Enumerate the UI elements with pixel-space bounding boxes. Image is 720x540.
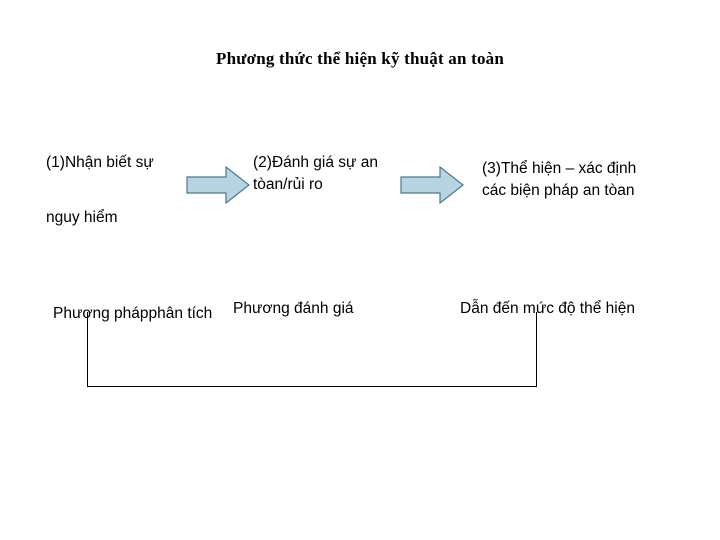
step-1-text-line1: (1)Nhận biết sự [46, 154, 154, 171]
right-arrow-icon [186, 166, 250, 204]
bottom-bracket [87, 312, 537, 387]
step-2-text: (2)Đánh giá sự an tòan/rủi ro [253, 154, 378, 193]
right-arrow-icon [400, 166, 464, 204]
page-title: Phương thức thể hiện kỹ thuật an toàn [215, 49, 505, 68]
method-1-text: Phương phápphân tích [53, 305, 213, 322]
step-1-text-line2: nguy hiểm [46, 209, 118, 226]
method-3-text: Dẫn đến mức độ thể hiện [460, 300, 635, 317]
step-3-text: (3)Thể hiện – xác định các biện pháp an … [482, 160, 637, 199]
method-2-text: Phương đánh giá [233, 300, 354, 317]
